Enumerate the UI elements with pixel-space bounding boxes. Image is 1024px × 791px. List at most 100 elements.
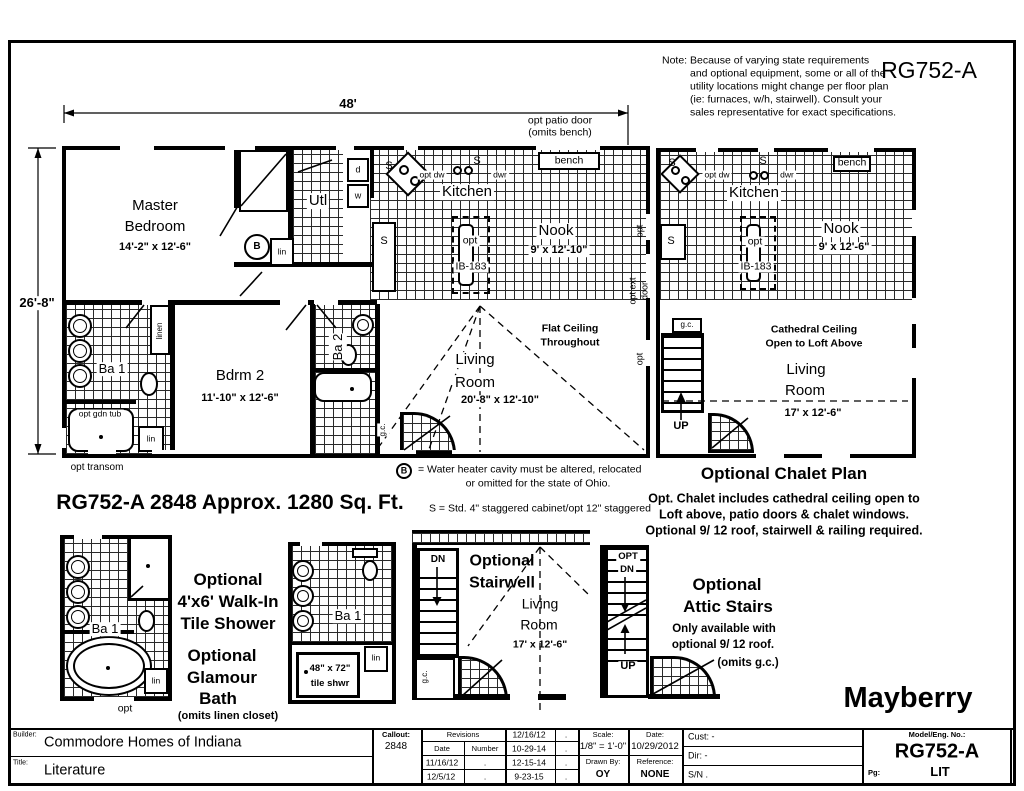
opt-dishwasher-label: opt dw — [702, 169, 732, 180]
reference-label: Reference: — [636, 757, 674, 767]
room-living-dims: 20'-8" x 12'-10" — [458, 394, 542, 407]
window-opening — [516, 450, 544, 454]
date-label: Date: — [646, 730, 664, 740]
window-opening — [74, 535, 102, 539]
general-closet-label: g.c. — [680, 319, 694, 329]
opt-attic-note: (omits g.c.) — [717, 656, 779, 669]
sheet-border — [8, 40, 1016, 786]
room-kitchen: Kitchen — [726, 184, 782, 202]
cooktop-burner-icon — [453, 166, 462, 175]
note-line: Because of varying state requirements — [690, 54, 870, 67]
sink-bowl — [681, 176, 690, 185]
model-number: RG752-A — [881, 56, 977, 83]
rev-date: 12/16/12 — [512, 729, 546, 740]
scale-value: 1/8" = 1'-0" — [579, 741, 627, 753]
date-value: 10/29/2012 — [631, 741, 679, 753]
linen-label: lin — [146, 433, 156, 444]
tile-shower — [296, 652, 360, 698]
nook-floor-strip — [412, 530, 590, 545]
note-line: (ie: furnaces, w/h, stairwell). Consult … — [690, 93, 882, 106]
wall — [170, 304, 175, 454]
opt-transom-opening — [62, 428, 66, 448]
window-opening — [336, 146, 354, 150]
rev-number: . — [483, 757, 487, 768]
water-heater-note: = Water heater cavity must be altered, r… — [418, 463, 642, 476]
scale-label: Scale: — [592, 730, 614, 740]
room-utility: Utl — [306, 192, 330, 210]
island-model-label: IB-183 — [453, 260, 489, 273]
lav-sink — [292, 610, 314, 632]
staggered-cabinet-label: S — [665, 235, 677, 248]
divider — [682, 728, 684, 785]
ceiling-note: Cathedral Ceiling — [770, 323, 858, 336]
bench-label: bench — [837, 156, 867, 169]
toilet — [362, 560, 378, 581]
room-master: Bedroom — [124, 218, 186, 236]
divider — [682, 765, 862, 766]
builder-label: Builder: — [13, 731, 37, 739]
rev-date: 10-29-14 — [511, 743, 547, 754]
linen-label: lin — [151, 675, 161, 686]
door-opening — [142, 300, 168, 305]
window-opening — [300, 542, 322, 546]
water-heater-label: B — [253, 240, 261, 252]
room-bath1: Ba 1 — [96, 361, 128, 377]
chalet-desc: Optional 9/ 12 roof, stairwell & railing… — [645, 523, 923, 538]
note-label: Note: — [662, 54, 688, 67]
staggered-cabinet-label: S — [378, 235, 390, 248]
opt-dishwasher-label: opt dw — [417, 169, 447, 180]
door-opening — [94, 697, 134, 701]
tub-drain — [106, 666, 110, 670]
window-opening — [88, 450, 116, 454]
divider — [464, 742, 465, 785]
divider — [421, 769, 579, 770]
plan-title: RG752-A 2848 Approx. 1280 Sq. Ft. — [56, 490, 404, 514]
stairs-up-label: UP — [671, 420, 691, 433]
bench — [538, 152, 600, 170]
opt-attic-heading: Optional — [692, 575, 762, 595]
stairs-down-label: DN — [428, 553, 448, 566]
window-opening — [912, 298, 916, 324]
linen-cabinet — [270, 238, 294, 266]
dryer — [347, 158, 369, 182]
window-opening — [758, 148, 774, 152]
rev-number: . — [483, 771, 487, 782]
shelf — [352, 548, 378, 558]
toilet — [140, 372, 158, 396]
opt-glamour-heading: Glamour — [187, 668, 257, 688]
cooktop-burner-icon — [464, 166, 473, 175]
rev-number: . — [564, 729, 568, 740]
window-opening — [912, 210, 916, 236]
room-nook-dims: 9' x 12'-6" — [816, 241, 872, 254]
opt-door-opening — [646, 214, 650, 240]
bench — [833, 156, 871, 172]
patio-door-note: opt patio door — [527, 114, 593, 127]
room-nook: Nook — [536, 222, 576, 240]
linen-cabinet — [138, 426, 164, 452]
note-line: utility locations might change per floor… — [690, 80, 889, 93]
stairs-up-label: UP — [618, 660, 638, 673]
divider — [628, 728, 630, 785]
drawn-by-value: OY — [595, 768, 611, 780]
room-living: Room — [520, 616, 558, 633]
room-bath1: Ba 1 — [332, 608, 364, 624]
opt-stairwell-heading: Stairwell — [469, 574, 535, 592]
opt-attic-heading: Attic Stairs — [683, 597, 773, 617]
tub-drain — [350, 387, 354, 391]
bench-label: bench — [554, 154, 584, 167]
lav-sink — [292, 560, 314, 582]
linen-cabinet — [364, 646, 388, 672]
divider — [555, 728, 556, 785]
wall — [292, 642, 392, 645]
opt-bath-note: (omits linen closet) — [177, 710, 279, 723]
wall — [600, 545, 605, 698]
lav-sink — [68, 364, 92, 388]
window-opening — [756, 454, 784, 458]
builder-name: Commodore Homes of Indiana — [44, 734, 242, 751]
wall — [648, 694, 720, 699]
drawer-label: dwr — [491, 169, 509, 180]
model-box — [862, 728, 1012, 785]
linen-label: lin — [277, 246, 287, 257]
rev-number: . — [564, 771, 568, 782]
